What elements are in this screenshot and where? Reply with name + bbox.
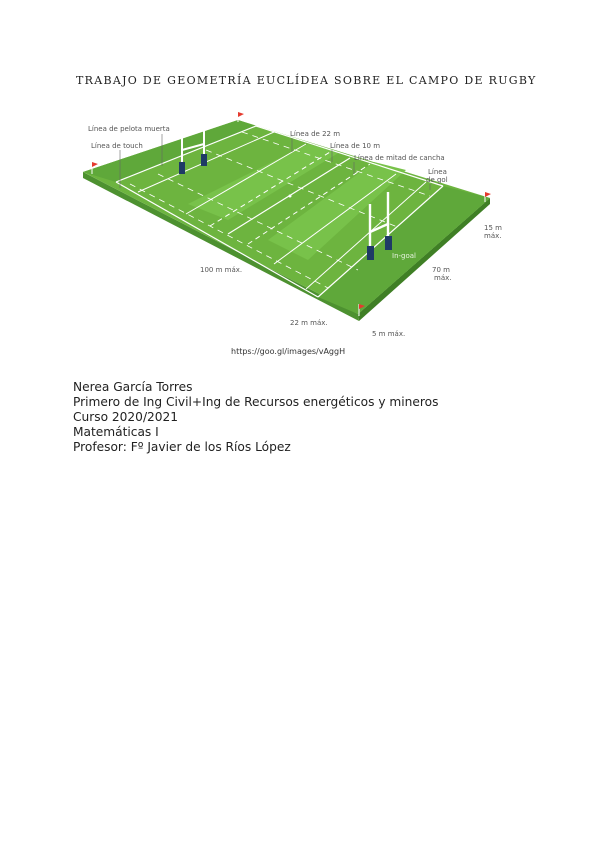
label-half-line: Línea de mitad de cancha bbox=[354, 154, 445, 162]
label-touch-line: Línea de touch bbox=[91, 142, 143, 150]
author-block: Nerea García Torres Primero de Ing Civil… bbox=[73, 380, 553, 455]
touch-line-left bbox=[115, 125, 257, 183]
label-length-5: 5 m máx. bbox=[372, 330, 405, 338]
line-5m-far bbox=[129, 183, 329, 289]
goal-posts-far bbox=[179, 110, 207, 174]
label-width-side-1: 15 m bbox=[484, 224, 502, 232]
label-goal-line-1: Línea bbox=[428, 168, 447, 176]
label-in-goal: In-goal bbox=[392, 252, 416, 260]
field-stripe bbox=[188, 144, 340, 220]
line-15m-far bbox=[157, 173, 359, 271]
author-course: Curso 2020/2021 bbox=[73, 410, 179, 424]
touch-line-right bbox=[317, 185, 444, 298]
in-goal-near bbox=[318, 186, 490, 314]
label-dead-ball-line: Línea de pelota muerta bbox=[88, 125, 170, 133]
field-stripe bbox=[268, 162, 406, 260]
label-22m-line: Línea de 22 m bbox=[290, 130, 340, 138]
field-front bbox=[83, 172, 359, 321]
line-10-far bbox=[209, 151, 331, 227]
rugby-field-figure: Línea de pelota muerta Línea de touch Lí… bbox=[78, 92, 518, 342]
side-line-near bbox=[255, 125, 444, 187]
line-15m-near bbox=[205, 149, 401, 229]
label-length-22: 22 m máx. bbox=[290, 319, 328, 327]
centre-spot bbox=[288, 194, 292, 198]
author-subject: Matemáticas I bbox=[73, 425, 159, 439]
label-10m-line: Línea de 10 m bbox=[330, 142, 380, 150]
corner-flag-icon bbox=[484, 192, 491, 202]
label-length: 100 m máx. bbox=[200, 266, 242, 274]
in-goal-far bbox=[83, 120, 256, 182]
label-goal-line-2: de gol bbox=[426, 176, 448, 184]
line-22-far bbox=[185, 143, 307, 215]
rugby-field-illustration: Línea de pelota muerta Línea de touch Lí… bbox=[83, 110, 502, 338]
author-name: Nerea García Torres bbox=[73, 380, 193, 394]
author-professor: Profesor: Fº Javier de los Ríos López bbox=[73, 440, 291, 454]
goal-line-near bbox=[305, 181, 427, 290]
label-width-1: 70 m bbox=[432, 266, 450, 274]
line-22-near bbox=[273, 173, 397, 265]
field-side bbox=[358, 198, 490, 321]
label-width-side-2: máx. bbox=[484, 232, 501, 240]
goal-posts-near bbox=[367, 192, 392, 260]
corner-flag-icon bbox=[91, 162, 98, 174]
label-width-2: máx. bbox=[434, 274, 451, 282]
image-caption: https://goo.gl/images/vAggH bbox=[231, 347, 346, 356]
corner-flag-icon bbox=[358, 304, 365, 316]
corner-flag-icon bbox=[237, 112, 244, 122]
line-10-near bbox=[247, 163, 371, 245]
side-line-far bbox=[115, 181, 319, 298]
document-title: TRABAJO DE GEOMETRÍA EUCLÍDEA SOBRE EL C… bbox=[76, 74, 537, 87]
author-degree: Primero de Ing Civil+Ing de Recursos ene… bbox=[73, 395, 439, 409]
line-5m-near bbox=[241, 131, 431, 197]
